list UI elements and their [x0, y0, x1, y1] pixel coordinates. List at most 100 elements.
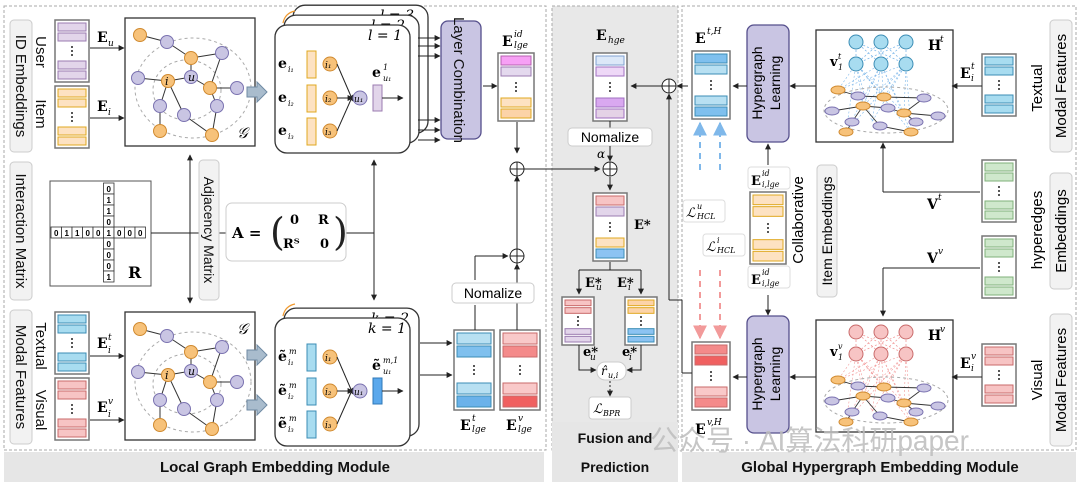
- block-arrow-icon: [246, 80, 268, 104]
- svg-text:0: 0: [320, 237, 329, 252]
- hypergraph-node: [916, 93, 932, 103]
- embedding-bar: [306, 84, 317, 113]
- graph-node: [131, 71, 145, 85]
- graph-symbol: 𝒢: [237, 124, 250, 142]
- graph-node: [160, 329, 174, 343]
- hypergraph-learning-top[interactable]: Hypergraph Learning: [746, 24, 790, 143]
- hypergraph-node: [872, 121, 888, 131]
- hyperedge-node: [848, 56, 864, 72]
- L-HCL-u-box: ℒ u HCL: [682, 199, 726, 223]
- layer-combination-box[interactable]: Layer Combination: [440, 17, 482, 143]
- svg-text:E: E: [502, 34, 513, 50]
- E-star-stack: [592, 192, 628, 262]
- hypergraph-node: [838, 127, 854, 137]
- svg-text:ℒ: ℒ: [706, 240, 716, 255]
- svg-text:ℒ: ℒ: [593, 402, 603, 417]
- e-i-star-label: e*i: [622, 345, 637, 363]
- visual-feature-stack: [54, 377, 90, 441]
- graph-node: [161, 74, 175, 88]
- block-arrow-icon: [246, 393, 268, 417]
- matrix-cell: [103, 270, 115, 283]
- embedding-label: e: [278, 123, 287, 139]
- svg-text:r̂: r̂: [601, 364, 608, 378]
- hypergraph-node: [880, 393, 896, 403]
- E-u-star-stack: [561, 296, 595, 346]
- graph-node: [184, 345, 198, 359]
- hyperedge-node: [873, 346, 889, 362]
- matrix-cell-value: 0: [86, 229, 91, 238]
- E-star-label: E*: [634, 218, 651, 233]
- E-lge-v-stack: [499, 329, 541, 411]
- svg-text:E: E: [97, 336, 108, 352]
- matrix-cell-value: 0: [107, 218, 112, 227]
- svg-text:i: i: [108, 346, 111, 356]
- svg-text:Modal Features: Modal Features: [12, 325, 29, 429]
- svg-text:v: v: [938, 247, 943, 257]
- modal-features-right-top: Modal Features: [1049, 19, 1073, 153]
- svg-text:V: V: [926, 197, 939, 213]
- svg-text:E*: E*: [617, 276, 634, 291]
- svg-text:i,lge: i,lge: [762, 279, 780, 288]
- layer-label: k = 1: [368, 321, 406, 337]
- svg-text:u₁: u₁: [383, 367, 391, 376]
- textual-feature-stack: [54, 311, 90, 375]
- svg-text:i₁: i₁: [325, 354, 332, 364]
- embeddings-right-label: Embeddings: [1049, 172, 1073, 290]
- svg-text:i: i: [971, 364, 974, 374]
- fusion-module-label-2: Prediction: [581, 459, 649, 475]
- hypergraph-node: [830, 375, 846, 385]
- svg-text:i₂: i₂: [288, 99, 294, 108]
- graph-node: [177, 402, 191, 416]
- embedding-label: ẽ: [278, 382, 287, 399]
- svg-text:E*: E*: [634, 218, 651, 233]
- hypergraph-node: [903, 127, 919, 137]
- matrix-cell-value: 0: [96, 229, 101, 238]
- adjacency-matrix-label: Adjacency Matrix: [198, 159, 220, 301]
- svg-text:i: i: [165, 75, 169, 88]
- svg-text:R: R: [318, 213, 329, 228]
- hyperedge-node: [848, 324, 864, 340]
- graph-node: [153, 99, 167, 113]
- hypergraph-learning-bottom[interactable]: Hypergraph Learning: [746, 315, 790, 434]
- hyperedge-node: [898, 324, 914, 340]
- L-HCL-i-box: ℒ i HCL: [702, 233, 746, 257]
- embedding-bar: [306, 343, 317, 372]
- svg-text:Hypergraph: Hypergraph: [749, 337, 765, 410]
- matrix-cell-value: 0: [138, 229, 143, 238]
- svg-text:id: id: [514, 30, 523, 40]
- svg-text:Interaction Matrix: Interaction Matrix: [12, 173, 29, 289]
- embedding-label: ẽ: [278, 415, 287, 432]
- svg-text:lge: lge: [518, 425, 532, 435]
- v1-label: v: [829, 55, 838, 70]
- graph-node: [131, 365, 145, 379]
- hypergraph-node: [908, 407, 924, 417]
- textual-right-label: Textual: [1029, 64, 1046, 112]
- graph-node: [184, 364, 198, 378]
- graph-node: [184, 70, 198, 84]
- graph-node: [153, 418, 167, 432]
- matrix-cell: [134, 226, 146, 239]
- graph-node: [230, 81, 244, 95]
- svg-text:A =: A =: [231, 224, 261, 242]
- svg-text:v: v: [971, 352, 976, 362]
- svg-text:E: E: [596, 28, 607, 44]
- user-node: [352, 383, 368, 399]
- graph-node: [215, 46, 229, 60]
- matrix-cell-value: 0: [117, 229, 122, 238]
- svg-text:hge: hge: [608, 36, 625, 46]
- hyperedge-v-stack: [981, 235, 1017, 299]
- hyperedge-node: [898, 34, 914, 50]
- graph-node: [205, 128, 219, 142]
- layer-card: [274, 24, 411, 154]
